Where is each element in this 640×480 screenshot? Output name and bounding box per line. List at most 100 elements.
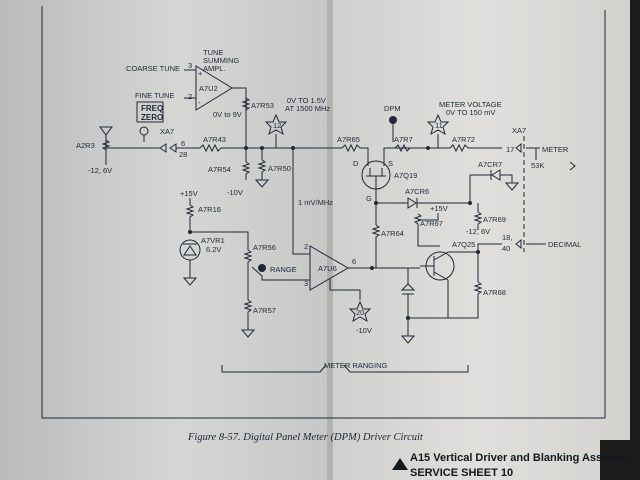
ground-icon-vr1 (182, 277, 198, 286)
wire-r65-to-q19 (360, 147, 369, 166)
tp12-label-1: 0V TO 1.5V (287, 96, 326, 105)
a7u2-opamp-symbol (195, 65, 233, 111)
plus15-a: +15V (180, 189, 198, 198)
a7r72-ref: A7R72 (452, 135, 475, 144)
a7r56-zigzag (243, 249, 253, 276)
zener-symbol (183, 243, 197, 256)
a7u2-pin-plus: + (198, 69, 203, 78)
wire-a7u2-out (232, 87, 247, 148)
service-sheet-arrow-icon (392, 458, 408, 470)
xa7-left-ref: XA7 (160, 127, 174, 136)
a7r67-zigzag (413, 213, 423, 236)
a7r53-zigzag (241, 97, 251, 111)
tune-title-1: TUNE (203, 48, 223, 57)
wire-cr7 (470, 174, 513, 183)
ground-icon-meter (569, 161, 576, 171)
a7q19-d: D (353, 159, 359, 168)
a7r68-ref: A7R68 (483, 288, 506, 297)
sheet-line1: A15 Vertical Driver and Blanking Assembl… (410, 452, 635, 464)
ground-icon-r50 (254, 179, 270, 188)
minus12-6: -12, 6V (466, 227, 490, 236)
a7q25-ref: A7Q25 (452, 240, 475, 249)
a7r69-ref: A7R69 (483, 215, 506, 224)
range-label: RANGE (270, 265, 297, 274)
a7r16-ref: A7R16 (198, 205, 221, 214)
freq-zero-box (136, 101, 164, 123)
xa7-right-connector-top (515, 142, 522, 154)
a7r43-ref: A7R43 (203, 135, 226, 144)
tp20-star-icon (348, 300, 372, 323)
a7r57-zigzag (243, 299, 253, 330)
a2r3-voltage: -12, 6V (88, 166, 112, 175)
tp20-num: 20 (356, 308, 364, 317)
tp11-label-1: METER VOLTAGE (439, 100, 502, 109)
a7r50-zigzag (257, 159, 267, 180)
a7r16-zigzag (185, 204, 195, 232)
a7u2-ref: A7U2 (199, 84, 218, 93)
wire-q25-collector (448, 243, 502, 253)
xa7-pin-18: 18, (502, 233, 512, 242)
tp11-label-2: 0V TO 150 mV (446, 108, 495, 117)
a7r43-zigzag (199, 143, 222, 153)
a7q19-fet-symbol (366, 168, 386, 190)
slope-label: 1 mV/MHz (298, 198, 333, 207)
a7r64-ref: A7R64 (381, 229, 404, 238)
a7r50-ref: A7R50 (268, 164, 291, 173)
dpm-knob-icon (389, 116, 397, 124)
schematic-frame (41, 6, 606, 419)
xa7-left-pin-a: 6 (181, 139, 185, 148)
a7r54-ref: A7R54 (208, 165, 231, 174)
coarse-tune-label: COARSE TUNE (126, 64, 180, 73)
meter-ranging-brace (221, 364, 469, 373)
ground-icon-q25 (400, 335, 416, 344)
ground-icon-cr7 (504, 182, 520, 191)
tp12-num: 12 (273, 121, 281, 130)
range-knob-icon (258, 264, 266, 272)
xa7-right-connector-bottom (515, 238, 522, 250)
decimal-label: DECIMAL (548, 240, 581, 249)
a7r65-ref: A7R65 (337, 135, 360, 144)
a7q19-g: G (366, 194, 372, 203)
a7q25-transistor-symbol (420, 251, 449, 281)
tune-title-2: SUMMING (203, 56, 239, 65)
a7r69-zigzag (473, 211, 483, 230)
a7r67-ref: A7R67 (420, 219, 443, 228)
xa7-left-pin-b: 28 (179, 150, 187, 159)
freq-zero-line1: FREQ (141, 104, 163, 113)
a7r7-ref: A7R7 (394, 135, 413, 144)
a7u2-output-range: 0V to 9V (213, 110, 242, 119)
wire-vr1-to-r56 (190, 231, 249, 250)
tp12-star-icon (264, 113, 288, 136)
wire-r67-to-q25 (417, 236, 440, 247)
xa7-pin-17: 17 (506, 145, 514, 154)
a7r57-ref: A7R57 (253, 306, 276, 315)
paper-right (330, 0, 630, 480)
a7q19-ref: A7Q19 (394, 171, 417, 180)
wire-tp20 (329, 279, 361, 300)
junction-10 (406, 316, 410, 320)
a7u2-pin-minus: - (198, 98, 201, 107)
junction-8 (468, 201, 472, 205)
plus15-b: +15V (430, 204, 448, 213)
a7u6-pin2: 2 (304, 242, 308, 251)
a7cr7-ref: A7CR7 (478, 160, 502, 169)
meter-ranging-label: METER RANGING (324, 361, 388, 370)
xa7-pin-40: 40 (502, 244, 510, 253)
a7vr1-ref: A7VR1 (201, 236, 225, 245)
tp11-star-icon (426, 113, 450, 136)
wire-r56-wiper (251, 266, 310, 281)
wire-q19-source (383, 147, 428, 166)
dpm-label: DPM (384, 104, 401, 113)
a7u6-pin6: 6 (352, 257, 356, 266)
sheet-line2: SERVICE SHEET 10 (410, 467, 513, 479)
a2r3-resistor-zigzag (101, 139, 111, 151)
a7r72-zigzag (449, 143, 469, 153)
page-fold-shadow (327, 0, 333, 480)
a7vr1-value: 6.2V (206, 245, 221, 254)
wire-to-a7u6 (292, 148, 310, 255)
a7r54-zigzag (241, 161, 251, 180)
a7u2-pin-2: 2 (188, 92, 192, 101)
a7u6-pin3: 3 (304, 279, 308, 288)
ground-icon-a2r3 (99, 126, 113, 136)
a2r3-ref: A2R3 (76, 141, 95, 150)
